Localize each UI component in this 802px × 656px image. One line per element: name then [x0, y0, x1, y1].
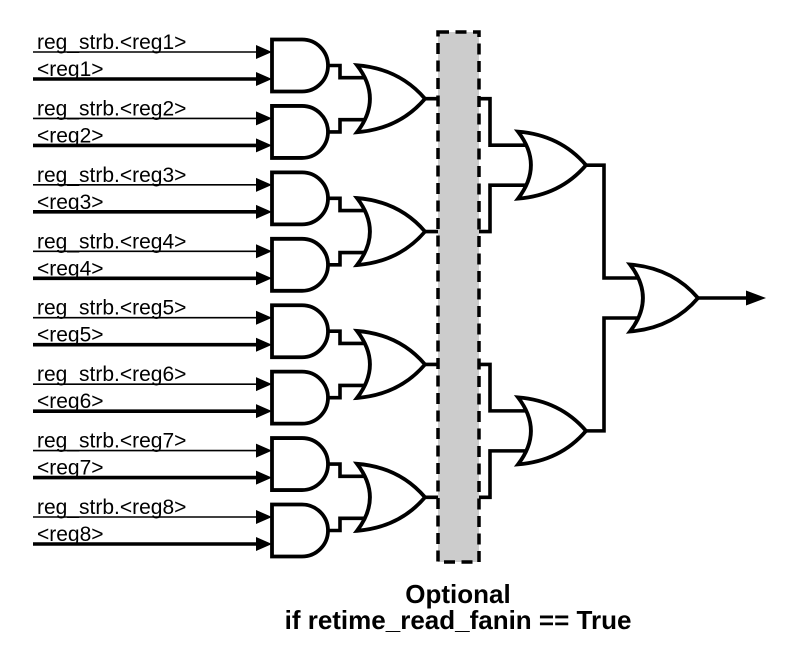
or-gate-level2-2	[513, 395, 589, 467]
and-gate-1	[270, 37, 330, 94]
input-arrowhead-strobe-4	[256, 244, 272, 259]
optional-retime-region	[436, 30, 481, 564]
and-gate-4	[270, 236, 330, 293]
wire-orl2-2-to-final-or	[585, 316, 645, 433]
wire-and7-to-or	[326, 462, 372, 479]
and-gate-2	[270, 104, 330, 160]
wire-and8-to-or	[326, 516, 372, 533]
input-label-value-5: <reg5>	[37, 324, 104, 347]
input-arrowhead-strobe-1	[256, 45, 272, 59]
input-arrowhead-value-4	[256, 271, 272, 286]
input-label-strobe-8: reg_strb.<reg8>	[37, 496, 186, 519]
input-label-value-3: <reg3>	[37, 191, 104, 214]
input-arrowhead-value-2	[256, 138, 272, 153]
input-arrowhead-strobe-5	[256, 310, 272, 325]
or-gate-level1-3	[352, 328, 428, 401]
wire-and3-to-or	[326, 196, 372, 213]
input-label-strobe-5: reg_strb.<reg5>	[37, 297, 186, 320]
input-label-strobe-1: reg_strb.<reg1>	[37, 31, 186, 54]
wire-and6-to-or	[326, 383, 372, 400]
input-label-strobe-7: reg_strb.<reg7>	[37, 430, 186, 453]
and-gate-3	[270, 170, 330, 227]
wire-and2-to-or	[326, 117, 372, 134]
wire-orl2-1-to-final-or	[585, 163, 645, 280]
input-arrowhead-strobe-3	[256, 177, 272, 192]
and-gate-8	[270, 502, 330, 559]
caption-line-2: if retime_read_fanin == True	[285, 605, 632, 635]
and-gate-7	[270, 436, 330, 492]
input-label-value-7: <reg7>	[37, 457, 104, 480]
input-arrowhead-value-8	[256, 537, 272, 552]
or-gate-final	[625, 262, 701, 334]
wire-and4-to-or	[326, 250, 372, 267]
input-arrowhead-value-1	[256, 72, 272, 86]
wire-and1-to-or	[326, 63, 372, 80]
or-gate-level1-4	[352, 461, 428, 534]
input-arrowhead-value-5	[256, 337, 272, 352]
input-label-value-6: <reg6>	[37, 390, 104, 413]
input-label-value-8: <reg8>	[37, 523, 104, 546]
input-label-strobe-4: reg_strb.<reg4>	[37, 230, 186, 253]
input-label-value-2: <reg2>	[37, 124, 104, 147]
input-label-strobe-2: reg_strb.<reg2>	[37, 97, 186, 120]
input-label-value-4: <reg4>	[37, 257, 104, 280]
and-gate-5	[270, 303, 330, 360]
input-arrowhead-strobe-7	[256, 443, 272, 458]
wire-and5-to-or	[326, 329, 372, 346]
input-arrowhead-strobe-8	[256, 510, 272, 525]
input-arrowhead-value-7	[256, 470, 272, 485]
input-arrowhead-value-6	[256, 404, 272, 419]
input-arrowhead-strobe-2	[256, 111, 272, 126]
input-label-value-1: <reg1>	[37, 58, 104, 81]
input-arrowhead-strobe-6	[256, 377, 272, 392]
input-label-strobe-3: reg_strb.<reg3>	[37, 164, 186, 187]
or-gate-level1-2	[352, 195, 428, 268]
or-gate-level1-1	[352, 62, 428, 135]
or-gate-level2-1	[513, 129, 589, 201]
and-gate-6	[270, 369, 330, 426]
input-arrowhead-value-3	[256, 204, 272, 219]
output-arrowhead	[746, 290, 766, 306]
caption-line-1: Optional	[405, 579, 510, 609]
input-label-strobe-6: reg_strb.<reg6>	[37, 363, 186, 386]
